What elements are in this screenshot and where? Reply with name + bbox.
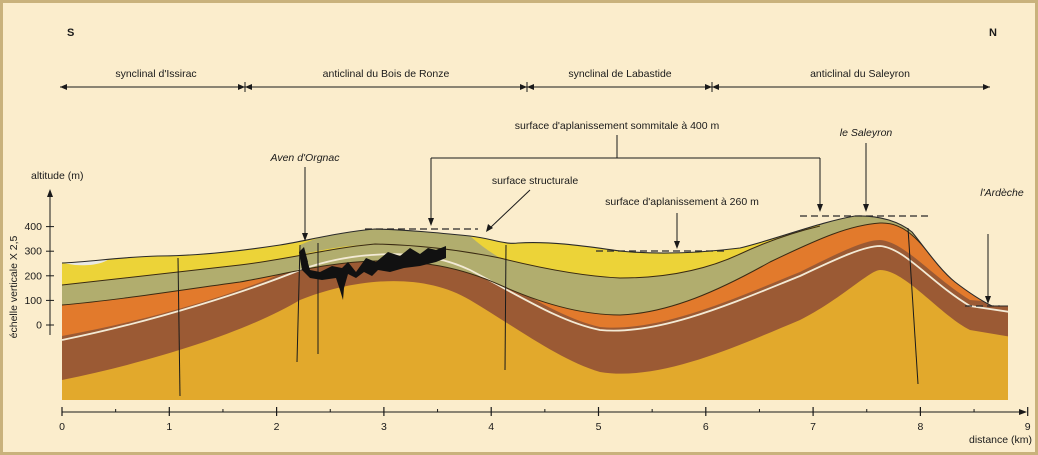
x-tick-label: 9: [1025, 421, 1031, 433]
structure-label-labastide: synclinal de Labastide: [568, 68, 671, 80]
annotation-summit-surface: surface d'aplanissement sommitale à 400 …: [515, 120, 720, 132]
annotation-structural-surface: surface structurale: [492, 175, 579, 187]
structure-bar: synclinal d'Issirac anticlinal du Bois d…: [60, 68, 990, 92]
structure-label-bois-de-ronze: anticlinal du Bois de Ronze: [323, 68, 450, 80]
x-tick-label: 1: [166, 421, 172, 433]
arrowhead: [486, 224, 493, 232]
y-ticks: 400 300 200 100 0: [24, 221, 54, 332]
south-label: S: [67, 27, 74, 39]
vertical-exaggeration-label: échelle verticale X 2,5: [8, 235, 20, 338]
y-tick-label: 100: [24, 295, 42, 307]
y-axis-label: altitude (m): [31, 170, 84, 182]
y-tick-label: 0: [36, 320, 42, 332]
x-tick-label: 0: [59, 421, 65, 433]
annotation-surface-260: surface d'aplanissement à 260 m: [605, 196, 759, 208]
y-tick-label: 400: [24, 221, 42, 233]
structure-arrowheads: [60, 84, 990, 90]
annotation-ardeche: l'Ardèche: [980, 187, 1024, 199]
ground-surface: [61, 215, 1008, 307]
x-tick-label: 8: [917, 421, 923, 433]
x-axis-label: distance (km): [969, 434, 1032, 446]
x-tick-label: 2: [274, 421, 280, 433]
y-axis: altitude (m) échelle verticale X 2,5 400…: [8, 170, 84, 338]
x-tick-label: 6: [703, 421, 709, 433]
x-tick-label: 7: [810, 421, 816, 433]
structure-label-saleyron: anticlinal du Saleyron: [810, 68, 910, 80]
north-label: N: [989, 27, 997, 39]
annotation-aven-orgnac: Aven d'Orgnac: [270, 152, 341, 164]
arrowhead: [863, 204, 869, 212]
y-tick-label: 200: [24, 270, 42, 282]
x-tick-label: 3: [381, 421, 387, 433]
arrowhead: [985, 296, 991, 304]
x-tick-label: 5: [596, 421, 602, 433]
structural-surface-leader: [489, 189, 531, 229]
summit-surface-leader: [430, 135, 821, 220]
x-tick-label: 4: [488, 421, 494, 433]
cave-network: [300, 246, 446, 300]
marker-line: [62, 245, 1008, 341]
x-axis: 0 1 2 3 4 5 6 7 8 9 distance (km): [59, 407, 1032, 446]
arrowhead: [428, 218, 434, 226]
x-ticks: 0 1 2 3 4 5 6 7 8 9: [59, 407, 1031, 433]
annotation-le-saleyron: le Saleyron: [840, 127, 893, 139]
arrowhead: [817, 204, 823, 212]
arrowhead: [674, 241, 680, 249]
strata: [62, 215, 1008, 400]
arrowhead: [302, 233, 308, 241]
erosion-surfaces: [365, 215, 1000, 307]
structure-label-issirac: synclinal d'Issirac: [115, 68, 196, 80]
faults: [177, 227, 919, 397]
y-tick-label: 300: [24, 246, 42, 258]
sinkhole-shaft: [299, 247, 308, 268]
layer-olive-cap: [300, 228, 500, 258]
